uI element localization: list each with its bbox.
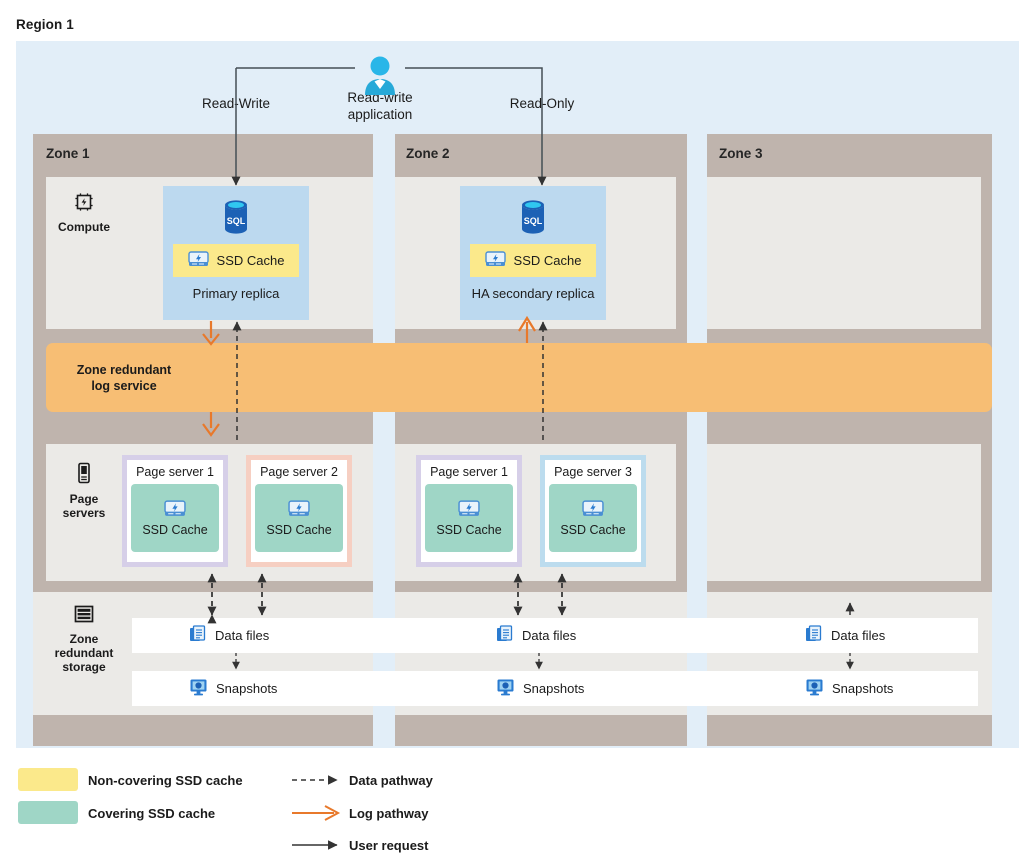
legend-label-data-pathway: Data pathway bbox=[349, 773, 433, 788]
primary-replica-caption: Primary replica bbox=[192, 286, 280, 301]
ssd-cache-icon bbox=[288, 499, 310, 521]
application-label: Read-write application bbox=[310, 89, 450, 123]
application-label-line2: application bbox=[347, 107, 413, 122]
row-label-page-servers-line2: servers bbox=[62, 506, 106, 520]
row-label-storage-line1: Zone bbox=[69, 632, 99, 646]
snapshots-label-3: Snapshots bbox=[832, 681, 894, 696]
documents-icon bbox=[189, 625, 207, 646]
page-server-card-2[interactable]: Page server 2 SSD Cache bbox=[246, 455, 352, 567]
row-label-page-servers: Page servers bbox=[47, 462, 121, 520]
legend-swatch-covering bbox=[18, 801, 78, 824]
snapshots-label-1: Snapshots bbox=[216, 681, 278, 696]
legend-label-log-pathway: Log pathway bbox=[349, 806, 429, 821]
snapshots-label-2: Snapshots bbox=[523, 681, 585, 696]
ssd-cache-icon bbox=[164, 499, 186, 521]
page-server-2-cache-label: SSD Cache bbox=[266, 523, 332, 537]
sql-database-icon: SQL bbox=[220, 198, 252, 243]
read-only-label: Read-Only bbox=[509, 96, 575, 111]
log-service-line2: log service bbox=[91, 379, 157, 393]
data-files-zone2[interactable]: Data files bbox=[496, 618, 576, 653]
data-files-row: Data files Data files bbox=[132, 618, 978, 653]
legend-label-covering: Covering SSD cache bbox=[88, 806, 216, 821]
data-files-zone3[interactable]: Data files bbox=[805, 618, 885, 653]
log-service-label: Zone redundant log service bbox=[64, 362, 184, 394]
documents-icon bbox=[496, 625, 514, 646]
page-server-4-cache: SSD Cache bbox=[549, 484, 637, 552]
zone-title-2: Zone 2 bbox=[406, 146, 450, 161]
primary-ssd-cache: SSD Cache bbox=[173, 244, 299, 277]
ssd-cache-icon bbox=[582, 499, 604, 521]
snapshots-zone1[interactable]: Snapshots bbox=[189, 671, 277, 706]
legend-line-log-pathway bbox=[292, 805, 341, 821]
data-files-label-3: Data files bbox=[831, 628, 886, 643]
application-label-line1: Read-write bbox=[347, 90, 413, 105]
page-server-1-cache: SSD Cache bbox=[131, 484, 219, 552]
row-label-storage-line2: redundant bbox=[54, 646, 114, 660]
server-icon bbox=[47, 462, 121, 487]
row-label-storage: Zone redundant storage bbox=[47, 604, 121, 674]
data-files-label-1: Data files bbox=[215, 628, 270, 643]
zone-redundant-log-service[interactable]: Zone redundant log service bbox=[46, 343, 992, 412]
page-server-card-3[interactable]: Page server 1 SSD Cache bbox=[416, 455, 522, 567]
snapshot-icon bbox=[805, 678, 824, 699]
snapshots-zone3[interactable]: Snapshots bbox=[805, 671, 893, 706]
snapshot-icon bbox=[189, 678, 208, 699]
zone-title-1: Zone 1 bbox=[46, 146, 90, 161]
page-server-1-cache-label: SSD Cache bbox=[142, 523, 208, 537]
svg-text:SQL: SQL bbox=[524, 216, 543, 226]
data-files-zone1[interactable]: Data files bbox=[189, 618, 269, 653]
page-server-4-title: Page server 3 bbox=[554, 465, 632, 479]
row-label-compute: Compute bbox=[47, 192, 121, 234]
page-server-2-cache: SSD Cache bbox=[255, 484, 343, 552]
page-server-4-cache-label: SSD Cache bbox=[560, 523, 626, 537]
primary-replica-card[interactable]: SQL SSD Cache Primary replica bbox=[163, 186, 309, 320]
page-server-card-4[interactable]: Page server 3 SSD Cache bbox=[540, 455, 646, 567]
legend-swatch-non-covering bbox=[18, 768, 78, 791]
log-service-line1: Zone redundant bbox=[76, 363, 172, 377]
primary-ssd-cache-label: SSD Cache bbox=[216, 253, 285, 268]
legend-label-user-request: User request bbox=[349, 838, 429, 853]
page-server-3-title: Page server 1 bbox=[430, 465, 508, 479]
page-server-3-cache-label: SSD Cache bbox=[436, 523, 502, 537]
row-label-page-servers-line1: Page bbox=[69, 492, 99, 506]
data-files-label-2: Data files bbox=[522, 628, 577, 643]
page-server-2-title: Page server 2 bbox=[260, 465, 338, 479]
chip-icon bbox=[47, 192, 121, 215]
compute-band-zone3 bbox=[707, 177, 981, 329]
read-write-label: Read-Write bbox=[201, 96, 271, 111]
storage-icon bbox=[47, 604, 121, 627]
row-label-storage-line3: storage bbox=[62, 660, 106, 674]
legend-label-non-covering: Non-covering SSD cache bbox=[88, 773, 243, 788]
region-label: Region 1 bbox=[16, 17, 74, 32]
ha-secondary-replica-caption: HA secondary replica bbox=[471, 286, 595, 301]
snapshot-icon bbox=[496, 678, 515, 699]
pageserver-band-zone3 bbox=[707, 444, 981, 581]
zone-title-3: Zone 3 bbox=[719, 146, 763, 161]
svg-text:SQL: SQL bbox=[227, 216, 246, 226]
page-server-3-cache: SSD Cache bbox=[425, 484, 513, 552]
page-server-1-title: Page server 1 bbox=[136, 465, 214, 479]
ha-secondary-ssd-cache: SSD Cache bbox=[470, 244, 596, 277]
snapshots-row: Snapshots Snapshots bbox=[132, 671, 978, 706]
ha-secondary-ssd-cache-label: SSD Cache bbox=[513, 253, 582, 268]
ssd-cache-icon bbox=[458, 499, 480, 521]
ssd-cache-icon bbox=[484, 250, 506, 271]
sql-database-icon: SQL bbox=[517, 198, 549, 243]
ssd-cache-icon bbox=[187, 250, 209, 271]
ha-secondary-replica-card[interactable]: SQL SSD Cache HA secondary replica bbox=[460, 186, 606, 320]
page-server-card-1[interactable]: Page server 1 SSD Cache bbox=[122, 455, 228, 567]
snapshots-zone2[interactable]: Snapshots bbox=[496, 671, 584, 706]
documents-icon bbox=[805, 625, 823, 646]
row-label-compute-text: Compute bbox=[58, 220, 110, 234]
